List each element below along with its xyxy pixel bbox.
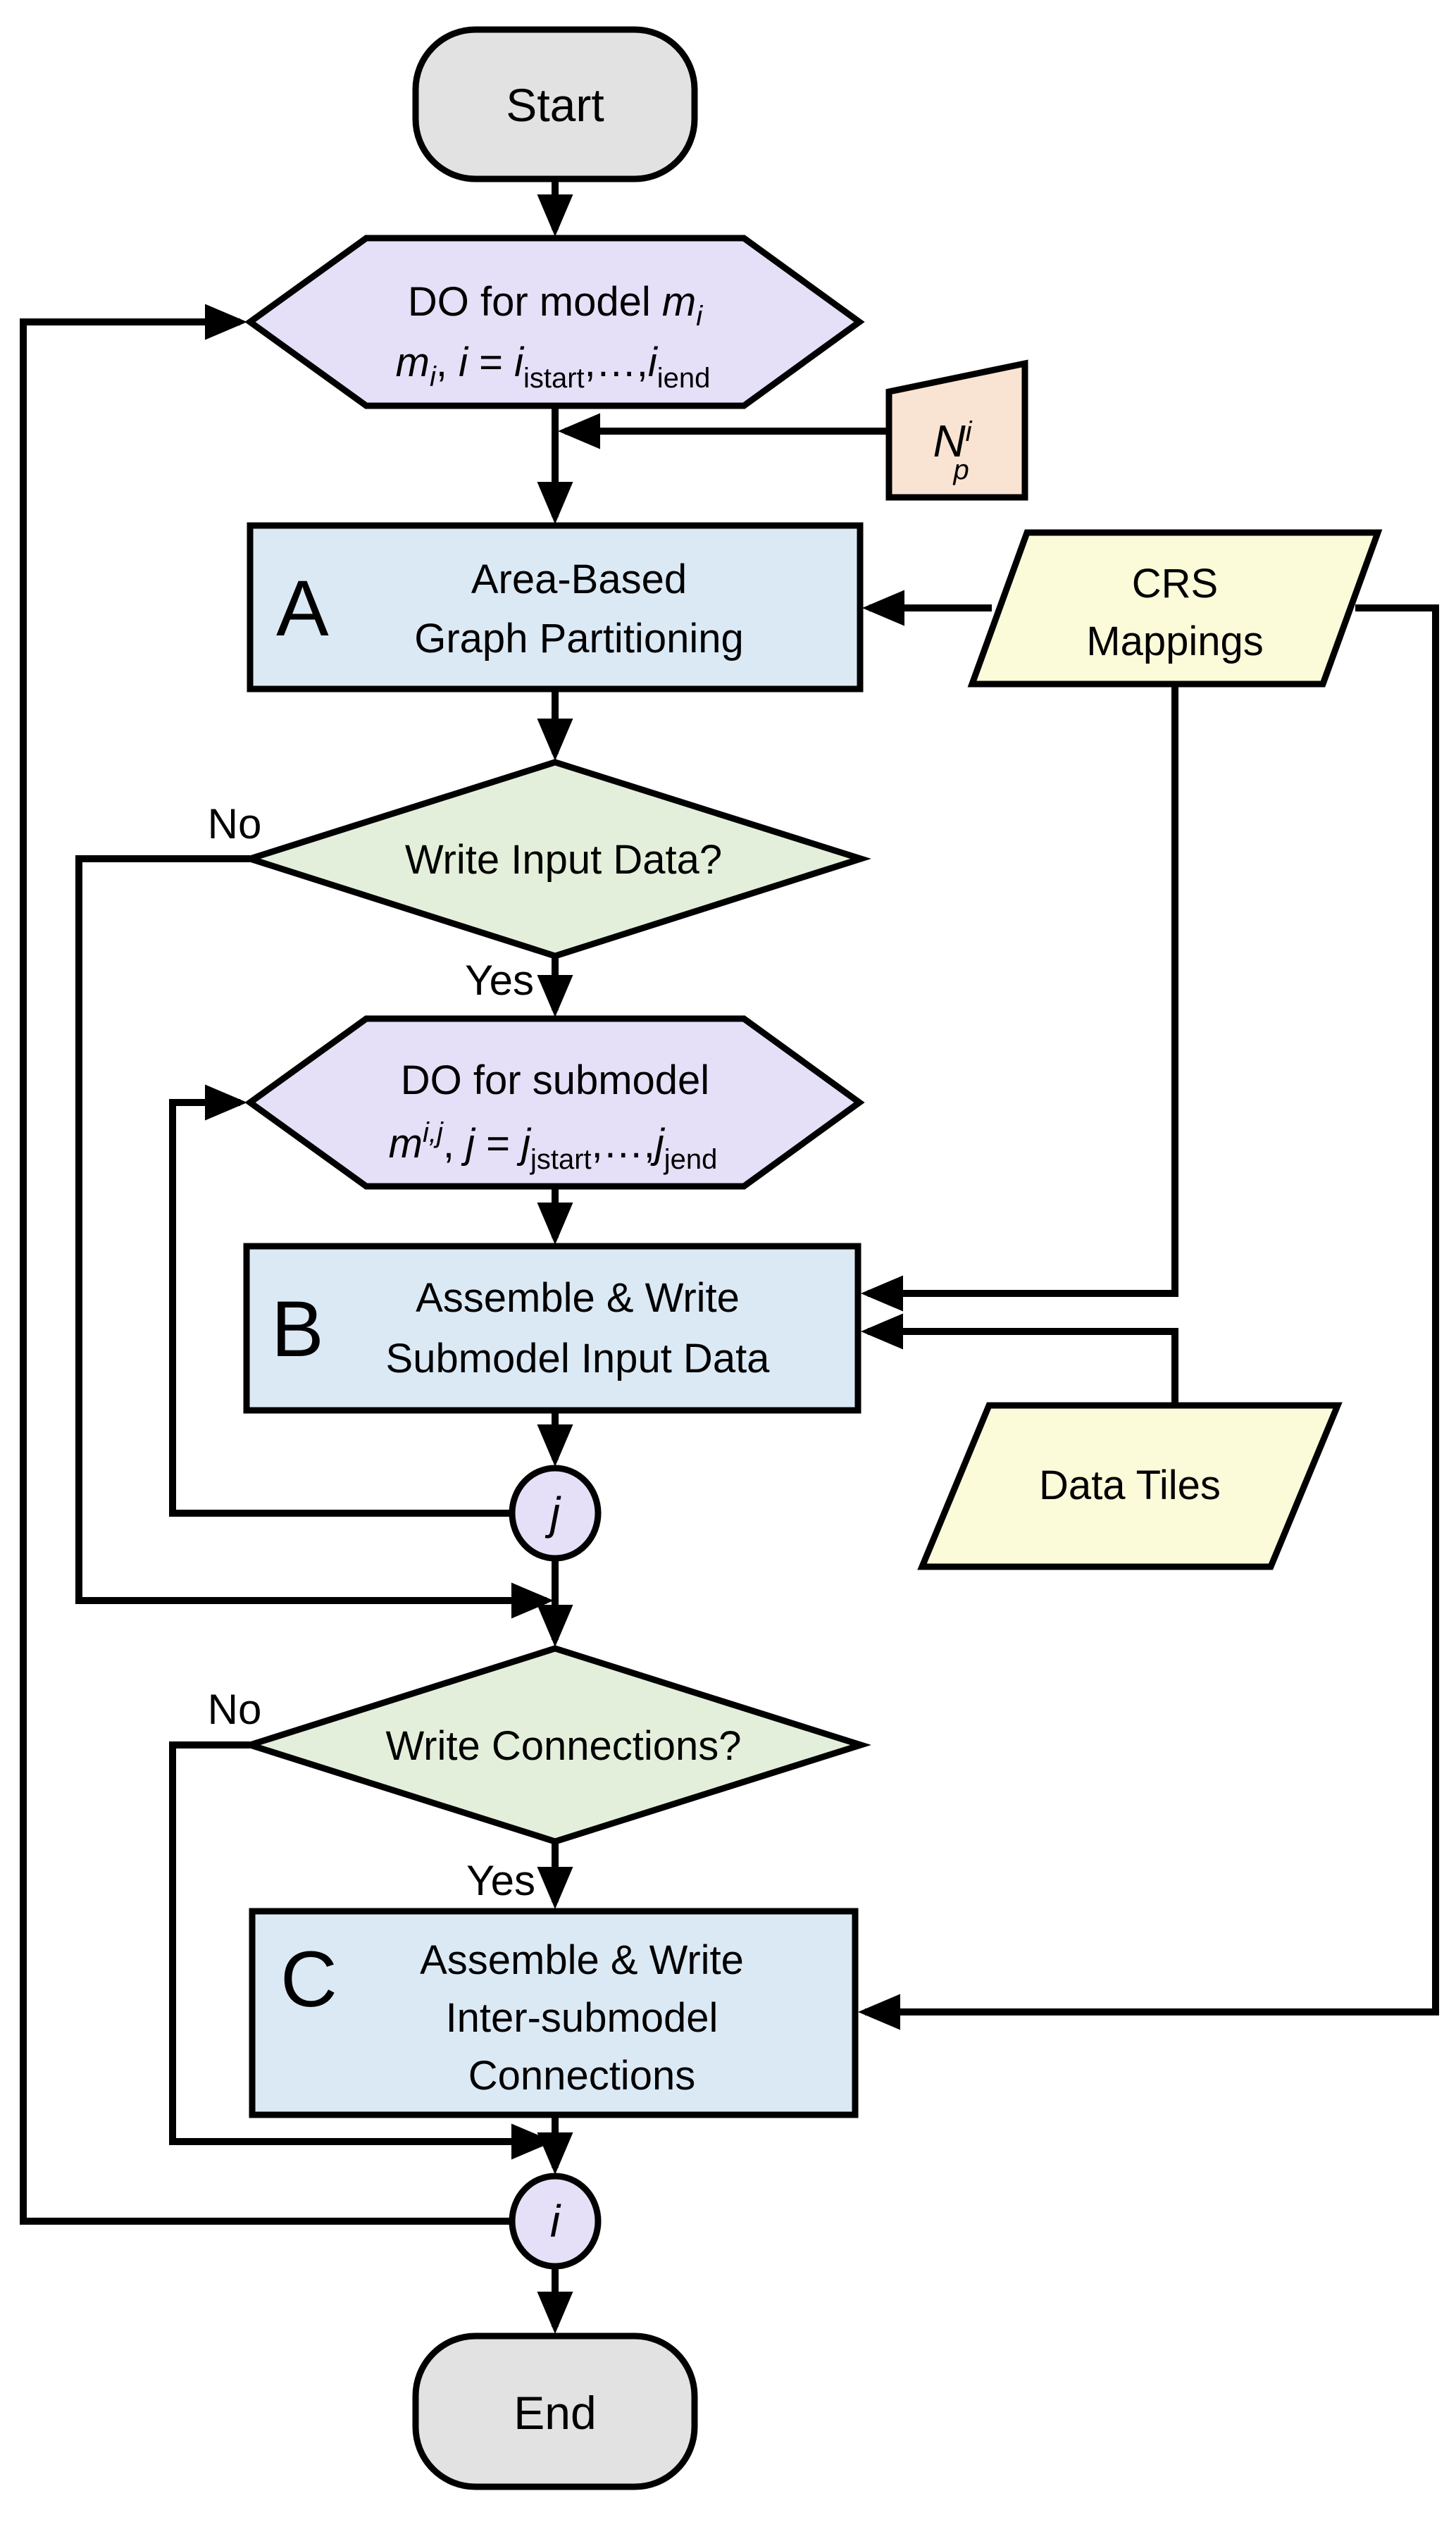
box-c-line3: Connections bbox=[468, 2053, 695, 2099]
box-b-tag: B bbox=[271, 1285, 324, 1373]
edge-decision-connections-no-branch bbox=[169, 1741, 554, 2160]
j-loop-connector-circle bbox=[509, 1465, 602, 1562]
box-c-line1: Assemble & Write bbox=[420, 1937, 744, 1983]
loop-submodel-line2: mi,j, j = jjstart,…,jjend bbox=[389, 1117, 718, 1175]
box-a-line1: Area-Based bbox=[471, 557, 687, 602]
connectors bbox=[20, 179, 1439, 2334]
loop-submodel-line1: DO for submodel bbox=[401, 1057, 709, 1103]
decision-connections-yes-label: Yes bbox=[466, 1857, 535, 1904]
crs-mappings-line1: CRS bbox=[1132, 561, 1218, 607]
box-b-process bbox=[243, 1243, 861, 1414]
loop-model-line2-i: i bbox=[459, 340, 469, 385]
edge-j-loop-back bbox=[169, 1084, 511, 1517]
loop-model-line2-equals: = bbox=[468, 340, 514, 385]
box-c-process bbox=[249, 1908, 859, 2118]
loop-model-line1-m: m bbox=[662, 279, 696, 325]
loop-model-line2-i2: i bbox=[514, 340, 525, 385]
loop-model-line1: DO for model mi bbox=[408, 279, 703, 332]
loop-model-line2-comma: , bbox=[436, 340, 459, 385]
loop-submodel-line2-equals: = bbox=[475, 1121, 521, 1167]
loop-model-hexagon bbox=[244, 235, 865, 409]
box-a-line2: Graph Partitioning bbox=[414, 616, 743, 661]
loop-submodel-line2-ellipsis: ,…, bbox=[592, 1121, 655, 1167]
edge-data-tiles-to-box-b bbox=[861, 1313, 1178, 1404]
loop-submodel-line2-m: m bbox=[389, 1121, 423, 1167]
decision-input-no-label: No bbox=[208, 800, 262, 847]
box-a-process bbox=[247, 522, 864, 692]
loop-model-line2-iend: iend bbox=[657, 363, 711, 394]
loop-model-line2: mi, i = iistart,…,iiend bbox=[396, 340, 711, 394]
edge-i-loop-back bbox=[20, 304, 511, 2225]
decision-connections-label: Write Connections? bbox=[385, 1723, 741, 1769]
data-tiles-label: Data Tiles bbox=[1039, 1462, 1221, 1508]
end-label: End bbox=[514, 2387, 596, 2439]
edge-decision-input-no-branch bbox=[75, 855, 554, 1619]
np-n: N bbox=[933, 416, 966, 466]
edge-crs-to-box-b bbox=[861, 685, 1178, 1312]
np-sub-p: p bbox=[953, 454, 969, 485]
loop-submodel-hexagon bbox=[244, 1015, 865, 1190]
crs-mappings-parallelogram bbox=[967, 529, 1383, 688]
decision-input-diamond bbox=[239, 759, 871, 959]
edge-crs-to-box-c bbox=[858, 604, 1439, 2030]
loop-submodel-line2-comma: , bbox=[443, 1121, 466, 1167]
loop-model-line2-i3: i bbox=[648, 340, 659, 385]
box-c-line2: Inter-submodel bbox=[446, 1995, 718, 2041]
np-sup-i: i bbox=[966, 416, 973, 447]
i-connector-label: i bbox=[550, 2196, 561, 2247]
loop-model-line1-sub-i: i bbox=[696, 301, 703, 332]
i-loop-connector-circle bbox=[509, 2173, 602, 2270]
loop-model-line2-istart: istart bbox=[523, 363, 585, 394]
loop-model-line1-text: DO for model bbox=[408, 279, 662, 325]
crs-mappings-line2: Mappings bbox=[1086, 619, 1263, 664]
decision-connections-no-label: No bbox=[208, 1686, 262, 1733]
start-terminator bbox=[412, 26, 698, 182]
decision-connections-diamond bbox=[239, 1645, 871, 1845]
loop-model-line2-m: m bbox=[396, 340, 430, 385]
box-b-line1: Assemble & Write bbox=[416, 1275, 740, 1321]
box-c-tag: C bbox=[280, 1935, 337, 2023]
end-terminator bbox=[412, 2332, 698, 2490]
loop-submodel-line2-sup-ij: i,j bbox=[423, 1117, 444, 1148]
loop-submodel-line2-jend: jend bbox=[664, 1144, 718, 1175]
data-tiles-parallelogram bbox=[917, 1402, 1343, 1570]
decision-input-yes-label: Yes bbox=[465, 957, 534, 1004]
np-manual-input-shape bbox=[885, 359, 1028, 501]
box-a-tag: A bbox=[276, 564, 329, 652]
loop-model-line2-sub-i: i bbox=[430, 361, 437, 392]
start-label: Start bbox=[506, 79, 604, 131]
box-b-line2: Submodel Input Data bbox=[386, 1336, 771, 1381]
loop-model-line2-ellipsis: ,…, bbox=[585, 340, 648, 385]
decision-input-label: Write Input Data? bbox=[405, 837, 722, 883]
loop-submodel-line2-jstart: jstart bbox=[530, 1144, 592, 1175]
